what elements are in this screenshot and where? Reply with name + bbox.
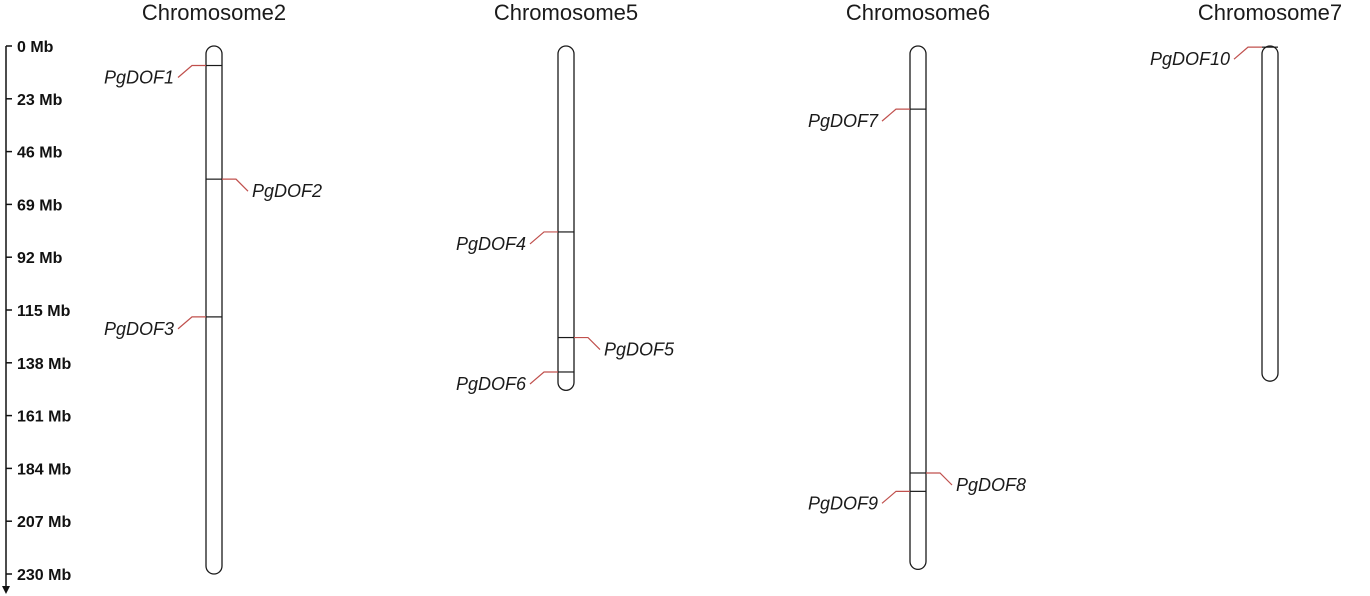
- gene-label: PgDOF9: [808, 493, 878, 513]
- scale-tick-label: 23 Mb: [17, 92, 63, 109]
- gene-label: PgDOF3: [104, 319, 174, 339]
- scale-tick-label: 0 Mb: [17, 39, 54, 56]
- gene-label: PgDOF5: [604, 340, 675, 360]
- gene-leader-line: [177, 316, 206, 330]
- gene-leader-line: [222, 178, 249, 192]
- chromosome-title: Chromosome6: [846, 0, 990, 25]
- gene-label: PgDOF2: [252, 181, 322, 201]
- scale-tick-label: 207 Mb: [17, 514, 71, 531]
- scale-tick-label: 230 Mb: [17, 567, 71, 584]
- gene-leader-line: [529, 371, 558, 385]
- chromosome-bar: [1261, 45, 1279, 382]
- scale-tick-label: 161 Mb: [17, 409, 71, 426]
- scale-axis-arrow: [2, 586, 10, 594]
- gene-label: PgDOF4: [456, 234, 526, 254]
- gene-leader-line: [926, 472, 953, 486]
- scale-tick-label: 69 Mb: [17, 197, 63, 214]
- scale-tick-label: 92 Mb: [17, 250, 63, 267]
- gene-label: PgDOF7: [808, 111, 879, 131]
- gene-label: PgDOF6: [456, 374, 527, 394]
- scale-tick-label: 138 Mb: [17, 356, 71, 373]
- chromosome-bar: [557, 45, 575, 391]
- gene-leader-line: [529, 231, 558, 245]
- chromosome-title: Chromosome7: [1198, 0, 1342, 25]
- chromosome-title: Chromosome2: [142, 0, 286, 25]
- gene-leader-line: [881, 490, 910, 504]
- scale-tick-label: 115 Mb: [17, 303, 71, 320]
- gene-leader-line: [177, 64, 206, 78]
- scale-axis: 0 Mb 23 Mb 46 Mb 69 Mb 92 Mb 115 Mb 138 Mb 161 …: [2, 39, 71, 594]
- chromosome-bar: [909, 45, 927, 571]
- gene-label: PgDOF10: [1150, 49, 1230, 69]
- gene-label: PgDOF1: [104, 68, 174, 88]
- scale-tick-label: 184 Mb: [17, 461, 71, 478]
- gene-leader-line: [574, 336, 601, 350]
- chromosome-bar: [205, 45, 223, 575]
- scale-tick-label: 46 Mb: [17, 145, 63, 162]
- chromosome-title: Chromosome5: [494, 0, 638, 25]
- gene-leader-line: [881, 108, 910, 122]
- gene-label: PgDOF8: [956, 475, 1026, 495]
- gene-leader-line: [1233, 46, 1262, 60]
